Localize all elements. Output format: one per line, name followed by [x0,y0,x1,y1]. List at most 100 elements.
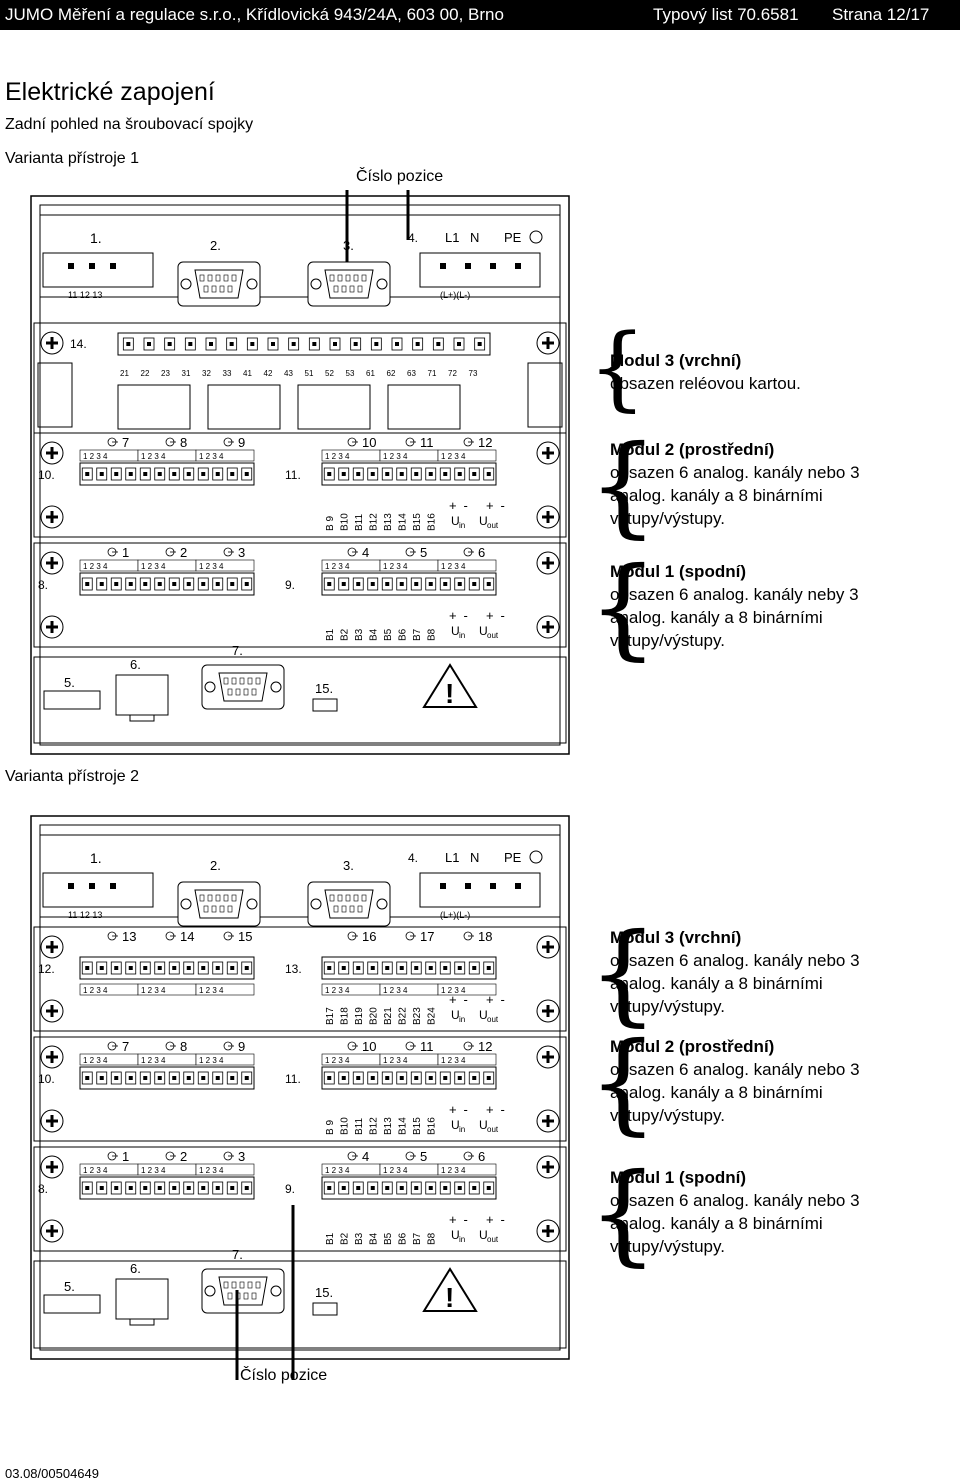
channel-number: 18 [478,929,492,944]
position-5: 5. [64,675,75,690]
terminal-screw [215,966,220,970]
terminal-block-right [321,1066,497,1090]
terminal-screw [385,966,390,970]
binary-io-label: B7 [412,1232,423,1245]
screw-cross-icon [46,1051,58,1063]
page-header: JUMO Měření a regulace s.r.o., Křídlovic… [0,0,960,30]
warning-mark: ! [445,1282,454,1313]
terminal-screw [370,1186,375,1190]
channel-number: 10 [362,1039,376,1054]
channel-number: 5 [420,1149,427,1164]
v2-module3-desc: Modul 3 (vrchní) obsazen 6 analog. kanál… [610,926,860,1018]
sub-d-pin [345,894,351,902]
pin-numbers: 1 2 3 4 [199,1056,224,1065]
sub-d-pin [199,274,205,282]
screw-cross-icon [542,621,554,633]
ethernet-port [115,1278,169,1320]
sub-d-pin [207,894,213,902]
binary-io-label: B6 [398,628,409,641]
ethernet-latch [129,714,155,722]
pin-numbers: 1 2 3 4 [441,1166,466,1175]
terminal-screw [443,1186,448,1190]
terminal-screw [230,582,235,586]
channel-number: 16 [362,929,376,944]
channel-number: 12 [478,435,492,450]
variant1-label: Varianta přístroje 1 [5,150,139,167]
connector-screw-icon [180,278,192,290]
screw-cross-icon [542,447,554,459]
power-polarity-label: (L+)(L-) [440,290,470,300]
terminal-screw [356,472,361,476]
io-module-frame [33,926,567,1032]
polarity-sign: + [449,1212,457,1227]
terminal-screw [215,582,220,586]
terminal-screw [114,1076,119,1080]
binary-io-label: B5 [383,628,394,641]
sub-d-pin [231,677,237,685]
sub-d-pin [337,894,343,902]
sub-d-pin [203,905,209,913]
power-terminal [465,883,471,889]
screw-cross-icon [542,1161,554,1173]
terminal-screw [356,1186,361,1190]
terminal-screw [457,342,461,346]
binary-io-label: B18 [340,1007,351,1025]
terminal-screw [143,966,148,970]
binary-io-label: B7 [412,628,423,641]
terminal-screw [356,1076,361,1080]
terminal-screw [428,1186,433,1190]
binary-io-label: B24 [427,1007,438,1025]
power-terminal [440,883,446,889]
terminal-screw [201,582,206,586]
relay-terminal-number: 52 [325,369,334,378]
terminal-screw [128,1186,133,1190]
terminal-screw [85,582,90,586]
terminal-screw [157,472,162,476]
terminal-screw [186,1186,191,1190]
terminal-screw [250,342,255,346]
v1-module2-line2: analog. kanály a 8 binárními [610,486,823,505]
supply-input-sub: in [459,521,465,530]
terminal-screw [356,966,361,970]
sub-d-pin [219,285,225,293]
terminal-screw [428,966,433,970]
sub-d-pin [203,285,209,293]
terminal-screw [244,582,249,586]
binary-io-label: B 9 [325,1120,336,1135]
terminal-screw [157,1186,162,1190]
housing-inner [39,204,561,746]
sub-d-pin [211,905,217,913]
v2-module1-desc: Modul 1 (spodní) obsazen 6 analog. kanál… [610,1166,860,1258]
terminal-screw [230,1186,235,1190]
polarity-sign: - [501,608,505,623]
v1-module3-line1: obsazen reléovou kartou. [610,374,801,393]
sub-d-pin [341,905,347,913]
binary-io-label: B22 [398,1007,409,1025]
v2-module3-brace: { [588,909,658,1037]
terminal-screw [457,1076,462,1080]
terminal-screw [244,1076,249,1080]
position-number: 9. [285,578,295,592]
io-module-frame [33,432,567,538]
supply-input-label: U [451,1118,460,1132]
mounting-screw-icon [40,1219,64,1243]
sub-d-pin [231,274,237,282]
sub-d-pin [329,894,335,902]
relay-terminal [68,883,74,889]
channel-number: 6 [478,1149,485,1164]
connector-screw-icon [180,898,192,910]
terminal-screw [85,1186,90,1190]
channel-number: 1 [122,1149,129,1164]
sub-d-pin [227,1292,233,1300]
binary-io-label: B20 [369,1007,380,1025]
v1-module2-line3: vstupy/výstupy. [610,509,725,528]
position-4: 4. [408,231,418,245]
pin-numbers: 1 2 3 4 [383,1166,408,1175]
terminal-screw [99,472,104,476]
channel-number: 3 [238,1149,245,1164]
supply-input-sub: in [459,1015,465,1024]
terminal-screw [128,966,133,970]
terminal-screw [472,1076,477,1080]
binary-io-label: B6 [398,1232,409,1245]
